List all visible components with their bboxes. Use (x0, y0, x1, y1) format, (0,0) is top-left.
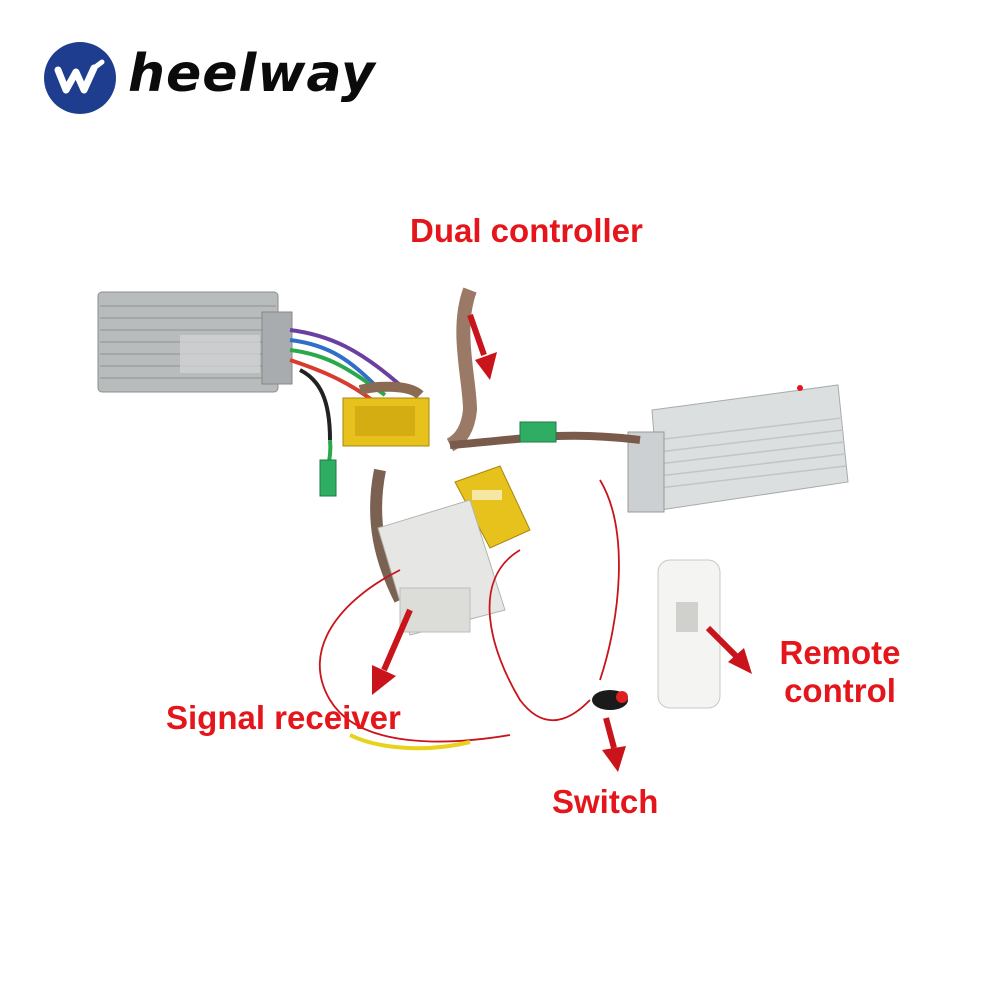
remote-control-device (657, 559, 721, 709)
wire-bundle-left (289, 328, 424, 481)
brand-name: heelway (128, 44, 376, 104)
signal-receiver-label: Signal receiver (166, 699, 401, 736)
signal-receiver-box (377, 499, 506, 636)
brand-logo: heelway (20, 38, 400, 118)
green-connector (519, 421, 557, 443)
green-connector-left (319, 459, 337, 497)
yellow-wire (349, 733, 471, 751)
red-wires (318, 479, 620, 743)
pointer-arrows (372, 314, 752, 772)
remote-control-label: Remote control (770, 634, 910, 710)
yellow-connector-1 (342, 397, 430, 447)
left-controller (97, 291, 293, 393)
remote-control-label-line2: control (784, 672, 896, 709)
wheelway-w-badge-icon (44, 42, 116, 114)
switch-label: Switch (552, 783, 659, 820)
remote-control-label-line1: Remote (779, 634, 901, 671)
switch-button (592, 690, 628, 710)
dual-controller-label: Dual controller (410, 212, 643, 249)
right-controller (627, 384, 849, 513)
